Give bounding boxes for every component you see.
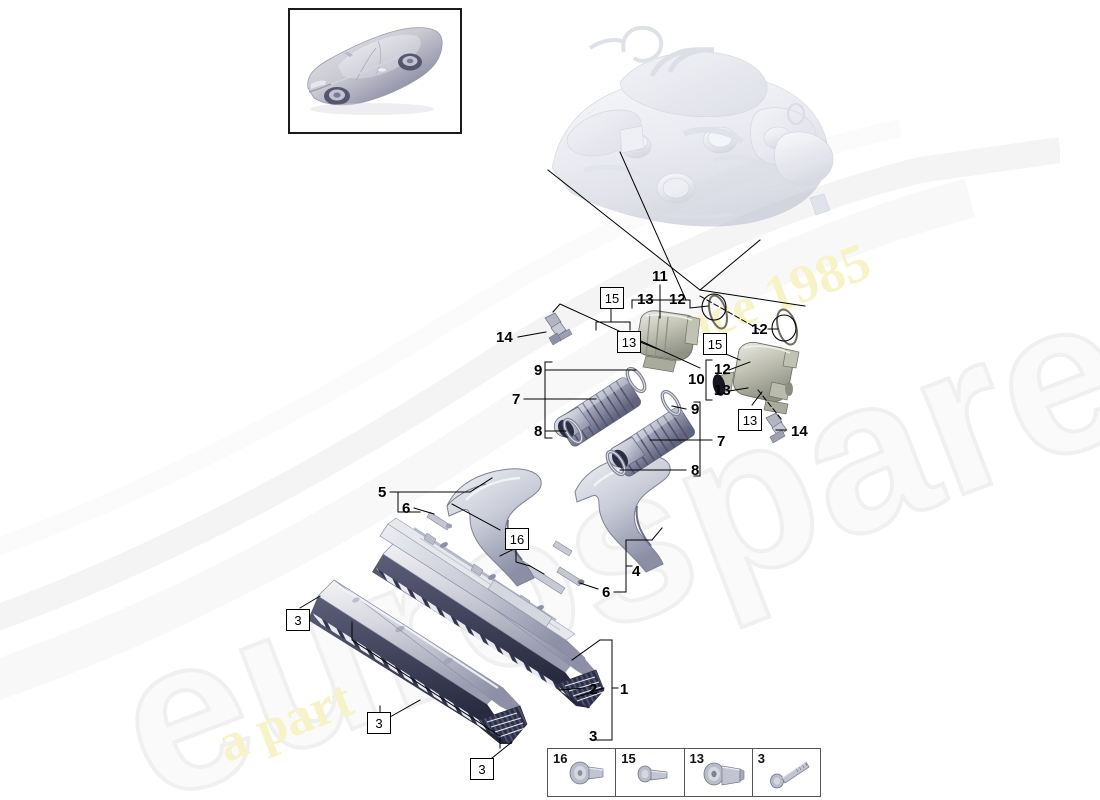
callout-13-c13c[interactable]: 13	[714, 382, 731, 399]
callout-9-c9a[interactable]: 9	[534, 362, 543, 379]
callout-12-c12a[interactable]: 12	[669, 291, 686, 308]
callout-4-c4[interactable]: 4	[632, 563, 641, 580]
callout-5-c5[interactable]: 5	[378, 484, 387, 501]
callout-16-c16[interactable]: 16	[505, 528, 529, 550]
retaining-pin-6-left	[426, 511, 453, 531]
callout-14-c14b[interactable]: 14	[791, 423, 808, 440]
long-self-tapping-screw-icon	[769, 761, 810, 789]
callout-2-c2[interactable]: 2	[589, 681, 598, 698]
legend-number-3: 3	[757, 751, 765, 766]
watermark-main-text: eurospares	[84, 198, 1100, 800]
pan-head-screw-icon	[637, 765, 668, 783]
legend-cell-15[interactable]: 15	[616, 749, 685, 796]
legend-number-15: 15	[621, 751, 636, 766]
legend-number-16: 16	[553, 751, 568, 766]
charge-air-cooler-rear	[372, 537, 605, 709]
callout-12-c12b[interactable]: 12	[714, 361, 731, 378]
callout-11-c11[interactable]: 11	[652, 268, 668, 285]
vehicle-thumbnail-box	[288, 8, 462, 134]
legend-cell-13[interactable]: 13	[685, 749, 753, 796]
legend-number-13: 13	[689, 751, 704, 766]
callout-13-c13d[interactable]: 13	[738, 409, 762, 431]
callout-8-c8b[interactable]: 8	[691, 462, 700, 479]
legend-cell-3[interactable]: 3	[753, 749, 820, 796]
engine-assembly-illustration	[551, 25, 834, 227]
callout-14-c14a[interactable]: 14	[496, 329, 513, 346]
callout-3-c3c[interactable]: 3	[589, 728, 598, 745]
callout-12-c12c[interactable]: 12	[751, 321, 768, 338]
callout-15-c15a[interactable]: 15	[600, 287, 624, 309]
callout-13-c13b[interactable]: 13	[617, 331, 641, 353]
callout-3-c3b[interactable]: 3	[367, 712, 391, 734]
charge-air-cooler-upper-plate	[379, 517, 586, 669]
callout-3-c3d[interactable]: 3	[470, 758, 494, 780]
charge-air-cooler-front	[308, 579, 528, 745]
hose-clamp-9-right	[660, 389, 682, 417]
callout-13-c13a[interactable]: 13	[637, 291, 654, 308]
air-duct-right	[574, 454, 671, 573]
watermark-sub-text-1: a part	[208, 667, 361, 775]
hose-clamp-8-left	[562, 417, 584, 445]
corrugated-hose-right	[605, 389, 695, 477]
callout-3-c3a[interactable]: 3	[286, 609, 310, 631]
callout-8-c8a[interactable]: 8	[534, 423, 543, 440]
callout-7-c7a[interactable]: 7	[512, 391, 521, 408]
temperature-sensor-14-left	[544, 312, 573, 346]
callout-9-c9b[interactable]: 9	[691, 401, 700, 418]
callout-6-c6a[interactable]: 6	[402, 500, 411, 517]
callout-15-c15b[interactable]: 15	[703, 333, 727, 355]
hex-flange-bolt-icon	[703, 762, 744, 786]
callout-6-c6b[interactable]: 6	[602, 584, 611, 601]
corrugated-hose-left	[553, 366, 647, 447]
callout-1-c1[interactable]: 1	[620, 681, 629, 698]
retaining-pin-6-right	[556, 566, 585, 587]
temperature-sensor-14-right	[765, 412, 788, 444]
callout-10-c10[interactable]: 10	[688, 371, 705, 388]
fastener-legend: 16 15 13	[547, 748, 821, 797]
legend-cell-16[interactable]: 16	[548, 749, 617, 796]
hose-clamp-8-right	[605, 449, 627, 477]
callout-7-c7b[interactable]: 7	[717, 433, 726, 450]
hose-clamp-9-left	[625, 366, 647, 394]
vehicle-thumbnail-icon	[307, 27, 443, 115]
flange-head-screw-icon	[569, 761, 604, 785]
